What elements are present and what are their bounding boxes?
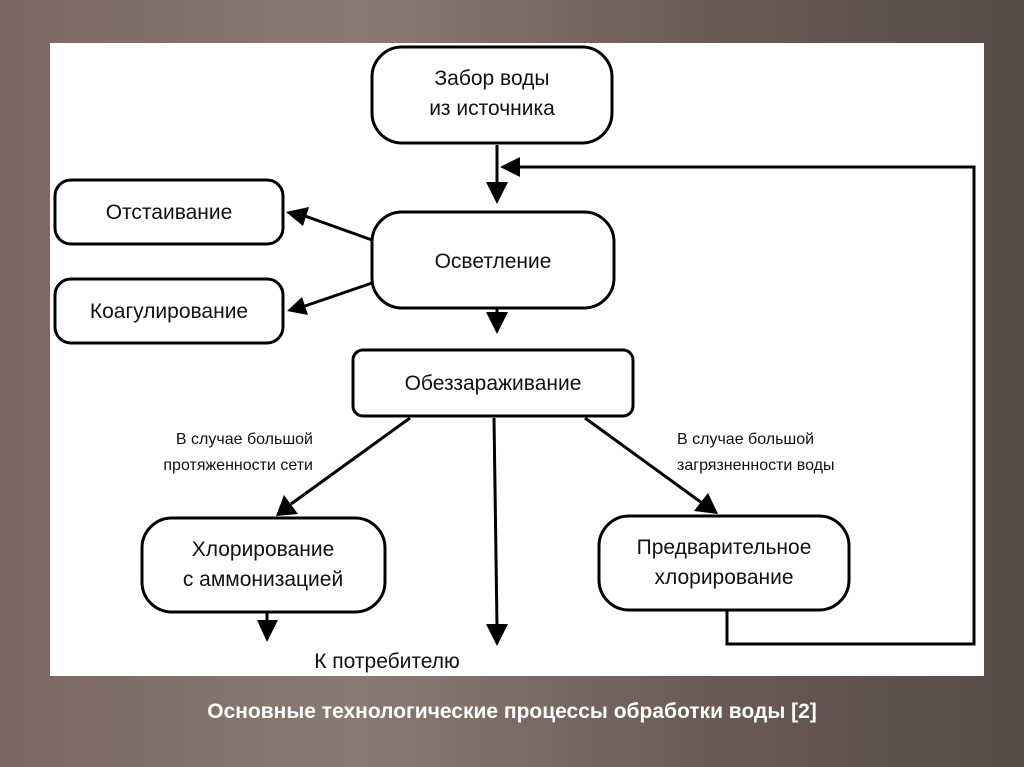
arrowhead-clarification-top [486,182,508,204]
connector-clarification-to-coagulation [304,281,373,308]
connector-disinfection-to-chlor-ammon [290,416,411,506]
connector-return-loop [520,165,976,646]
connector-disinfection-to-consumer [492,417,499,627]
node-water-intake-line-1: Забор воды [434,67,549,90]
arrowhead-settling [286,207,309,226]
node-prechlorination-line-1: Предварительное [637,536,812,559]
node-settling-box [53,178,285,246]
node-prechlorination-line-2: хлорирование [654,566,793,589]
node-chlorination-ammonization-line-2: с аммонизацией [183,568,343,591]
arrowhead-consumer-left [257,620,278,642]
arrowhead-return-loop [500,157,520,177]
arrowhead-disinfection [486,312,508,334]
connector-disinfection-to-prechlor [584,416,703,505]
node-chlorination-ammonization: Хлорирование с аммонизацией [140,516,387,614]
node-chlorination-ammonization-line-1: Хлорирование [192,538,335,561]
node-prechlorination: Предварительное хлорирование [597,514,851,612]
node-chlorination-ammonization-box [140,516,387,614]
node-water-intake-line-2: из источника [429,97,555,120]
node-coagulation-label: Коагулирование [90,300,248,323]
node-clarification-box [370,210,616,310]
condition-right-line-1: В случае большой [677,431,814,448]
arrowhead-coagulation [287,297,308,315]
condition-right-line-2: загрязненности воды [677,457,835,474]
node-water-intake-box [370,45,614,145]
node-clarification: Осветление [370,210,616,310]
node-water-intake: Забор воды из источника [370,45,614,145]
connector-clarification-to-settling [304,214,373,242]
condition-left-line-1: В случае большой [176,431,313,448]
node-disinfection-label: Обеззараживание [405,372,582,395]
node-settling: Отстаивание [53,178,285,246]
consumer-label: К потребителю [314,650,460,673]
node-coagulation-box [53,277,285,345]
arrowhead-consumer-center [486,624,508,646]
node-disinfection-box [351,348,635,418]
node-coagulation: Коагулирование [53,277,285,345]
arrowhead-chlor-ammon [276,495,298,516]
node-settling-label: Отстаивание [106,201,233,224]
node-clarification-label: Осветление [435,250,552,273]
arrowhead-prechlor [694,493,718,514]
node-disinfection: Обеззараживание [351,348,635,418]
condition-left-line-2: протяженности сети [163,457,313,474]
node-prechlorination-box [597,514,851,612]
slide-caption: Основные технологические процессы обрабо… [207,700,817,723]
